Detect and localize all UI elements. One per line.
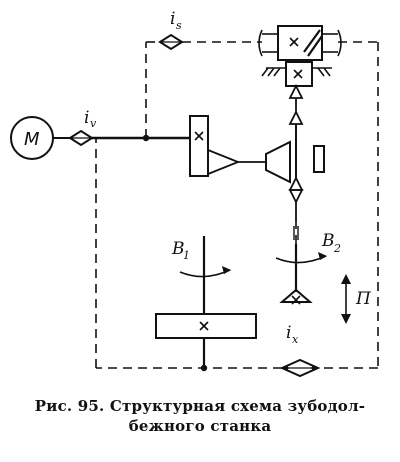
p-feed-arrow [341,274,351,324]
caption-prefix: Рис. 95. [34,397,105,415]
ix-diamond [279,358,321,378]
ix-sub: x [292,333,299,346]
hob-cutter [265,140,291,184]
b1-sub: 1 [183,249,190,262]
b2-sub: 2 [333,242,341,255]
motor: M [10,116,54,160]
is-label: i [170,9,175,29]
hob-vertical-axis [279,83,313,305]
iv-diamond [68,129,94,147]
iv-sub: v [90,117,97,130]
table-shaft-dot [200,364,208,372]
kinematic-structure-diagram: M i v [10,9,379,378]
b1-label: B [171,239,185,259]
caption-line1: Структурная схема зубодол- [109,397,366,415]
p-label: П [355,289,372,309]
iv-label: i [84,108,89,128]
ix-label: i [286,323,291,343]
is-sub: s [176,19,182,32]
workpiece-blank [313,145,325,173]
feed-screw-nut [258,25,342,61]
is-diamond [158,33,184,51]
dashed-circuit [95,41,379,369]
motor-label: M [24,129,40,150]
bevel-gear [207,149,266,175]
b2-rotation-arrow [275,255,327,264]
caption-line2: бежного станка [128,417,272,435]
feed-nut-block [261,61,332,87]
rotary-table [155,313,257,339]
worm-gear-block [189,115,209,177]
b2-label: B [321,231,335,251]
figure-caption: Рис. 95. Структурная схема зубодол- бежн… [0,396,400,436]
